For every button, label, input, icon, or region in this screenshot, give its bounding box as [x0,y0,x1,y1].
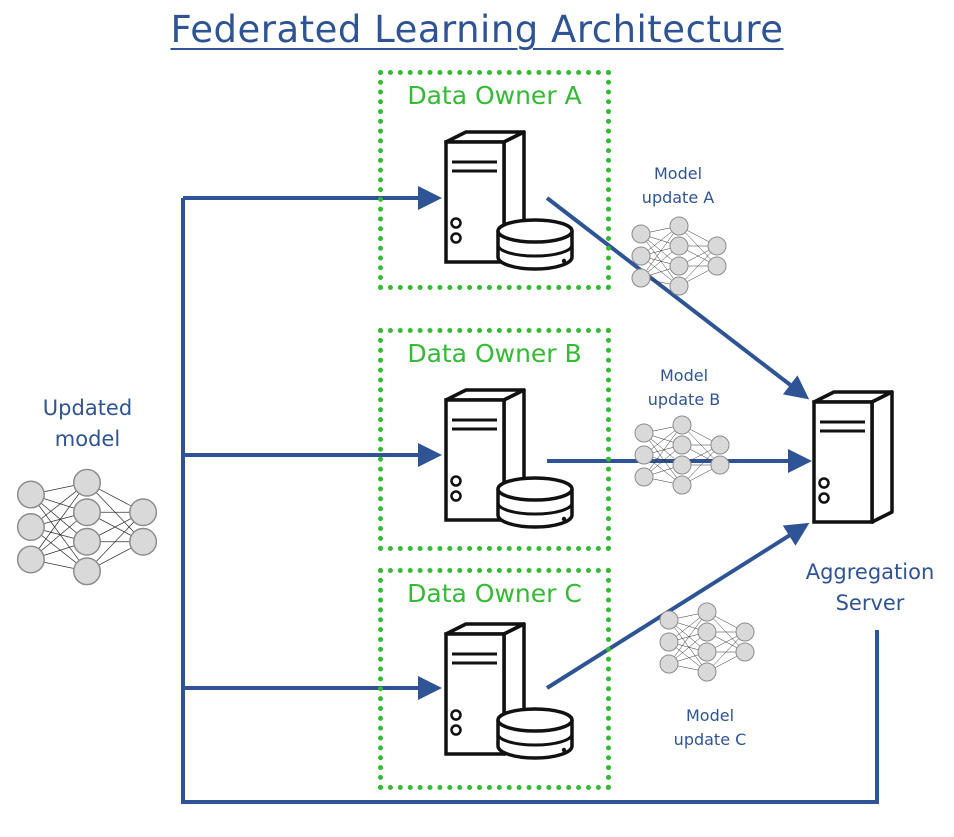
model-update-b-label: Model update B [624,364,744,412]
model-update-c-label: Model update C [650,704,770,752]
database-icon [496,707,574,760]
model-update-b-line2: update B [647,390,721,409]
neural-network-icon [16,468,158,586]
data-owner-c-box: Data Owner C [378,568,611,790]
model-update-c-line2: update C [673,730,747,749]
model-update-a-line2: update A [641,188,715,207]
database-icon [496,476,574,529]
neural-network-icon [659,602,755,682]
server-icon [444,388,526,522]
updated-model-line1: Updated [42,396,133,420]
aggregation-server-label: Aggregation Server [790,557,950,619]
data-owner-c-label: Data Owner C [407,579,582,608]
neural-network-icon [634,415,730,495]
arrow-update-c [545,522,810,690]
server-icon [444,622,526,756]
diagram-title: Federated Learning Architecture [170,8,784,51]
data-owner-b-label: Data Owner B [407,339,582,368]
feedback-loop-line [181,198,879,804]
data-owner-a-label: Data Owner A [407,81,582,110]
updated-model-line2: model [54,427,121,451]
updated-model-label: Updated model [15,393,160,455]
aggregation-server-icon [812,390,894,524]
aggregation-server-line2: Server [835,591,905,615]
model-update-b-line1: Model [659,366,709,385]
model-update-a-label: Model update A [618,162,738,210]
model-update-a-line1: Model [653,164,703,183]
arrow-update-a [545,196,810,400]
data-owner-b-box: Data Owner B [378,328,611,551]
server-icon [444,130,526,264]
neural-network-icon [631,216,727,296]
data-owner-a-box: Data Owner A [378,70,611,290]
model-update-c-line1: Model [685,706,735,725]
database-icon [496,218,574,271]
aggregation-server-line1: Aggregation [805,560,935,584]
